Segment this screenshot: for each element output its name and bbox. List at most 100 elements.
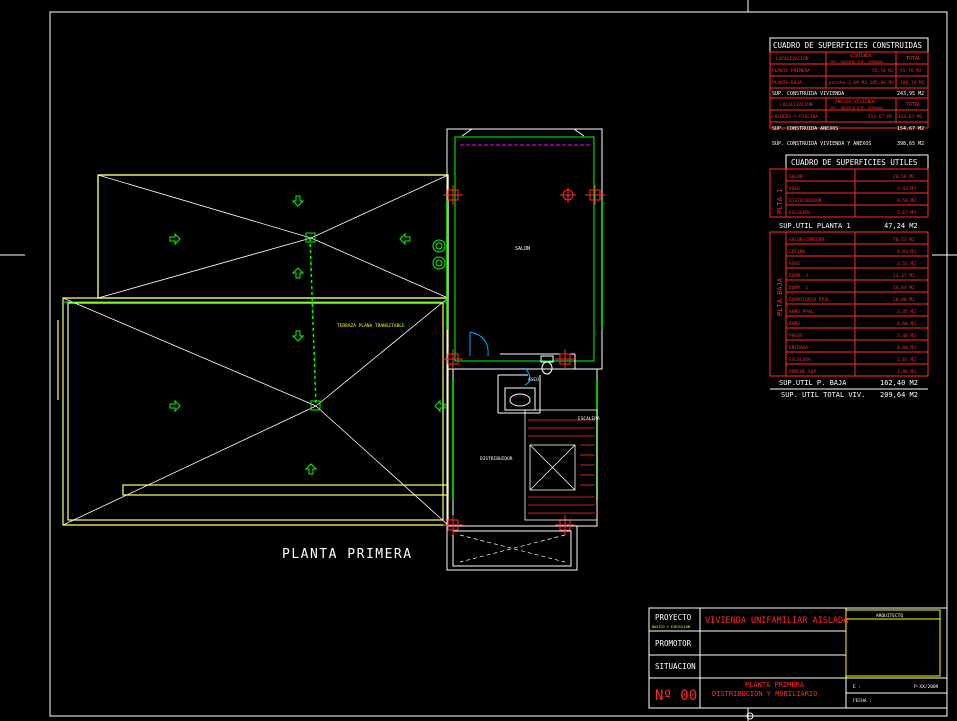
tc-row2-values: porche 3,69 M2 185,66 M2 xyxy=(829,80,894,86)
drain-bottom xyxy=(310,400,321,411)
tc-header2-sub: SUP. ABIERTA SUP. CERRADA xyxy=(830,106,884,110)
tc-header2-loc: LOCALIZACION xyxy=(780,102,813,108)
tb-promotor-label: PROMOTOR xyxy=(655,639,692,648)
terrace-label: TERRAZA PLANA TRANSITABLE xyxy=(337,323,405,329)
tc-row2-total: 188,19 M2 xyxy=(900,80,925,86)
tu-sum1-value: 47,24 M2 xyxy=(884,222,918,230)
tb-sheet-title-2: DISTRIBUCION Y MOBILIARIO xyxy=(712,690,817,698)
tb-arquitecto-label: ARQUITECTO xyxy=(876,613,903,619)
tc-header-sub: SUP. ABIERTA SUP. CERRADA xyxy=(830,60,884,64)
tc-row3-total: 154,67 M2 xyxy=(898,114,923,120)
tu-sum2-value: 162,40 M2 xyxy=(880,379,918,387)
tu-b6-value: 20,00 M2 xyxy=(893,297,915,303)
room-label-distribuidor: DISTRIBUIDOR xyxy=(480,456,513,462)
slope-arrows xyxy=(169,195,446,475)
tu-r2-name: ASEO xyxy=(789,186,800,192)
tb-sheet-number: Nº 00 xyxy=(655,688,697,704)
table-constructed: CUADRO DE SUPERFICIES CONSTRUIDAS LOCALI… xyxy=(769,37,929,147)
tu-b4-value: 13,37 M2 xyxy=(893,273,915,279)
table-useful-title: CUADRO DE SUPERFICIES UTILES xyxy=(791,158,918,167)
tu-b7-value: 3,35 M2 xyxy=(897,309,916,315)
tu-r3-name: DISTRIBUIDOR xyxy=(789,198,822,204)
title-block xyxy=(648,607,948,709)
arrow-left-icon xyxy=(434,399,446,413)
roof-drainage-lines xyxy=(62,174,449,526)
tc-row2-loc: PLANTA BAJA xyxy=(772,80,802,86)
table-constructed-title: CUADRO DE SUPERFICIES CONSTRUIDAS xyxy=(773,41,922,50)
arrow-down-icon xyxy=(291,330,305,342)
tc-row1-values: 55,76 M2 xyxy=(872,68,894,74)
door-swing-aseo xyxy=(524,367,531,386)
tu-b9-value: 2,48 M2 xyxy=(897,333,916,339)
room-label-escalera: ESCALERA xyxy=(578,416,600,422)
tb-proyecto-sub: BASICO Y EJECUCION xyxy=(652,625,690,629)
tu-b10-name: ENTRADA xyxy=(789,345,808,351)
tu-b2-value: 8,93 M2 xyxy=(897,249,916,255)
room-label-aseo: ASEO xyxy=(528,377,539,383)
frame-center-mark xyxy=(746,712,754,720)
tc-sup-anexos-value: 154,67 M2 xyxy=(897,126,924,132)
plan-title: PLANTA PRIMERA xyxy=(282,547,413,562)
arrow-right-icon xyxy=(169,232,181,246)
tb-plano-ref: P-XX/2009 xyxy=(914,684,939,690)
sink-icon xyxy=(504,387,536,411)
tu-b1-name: SALON-COMEDOR xyxy=(789,237,825,243)
tu-r1-name: SALON xyxy=(789,174,803,180)
tb-proyecto-label: PROYECTO xyxy=(655,613,692,622)
arrow-right-icon xyxy=(169,399,181,413)
tu-b3-value: 3,55 M2 xyxy=(897,261,916,267)
tc-sup-anexos-label: SUP. CONSTRUIDA ANEXOS xyxy=(772,126,838,132)
tb-escala-label: E : xyxy=(853,684,861,690)
tu-b6-name: DORMITORIO PPAL. xyxy=(789,297,832,303)
tb-fecha-label: FECHA : xyxy=(853,698,872,704)
tc-sup-total-label: SUP. CONSTRUIDA VIVIENDA Y ANEXOS xyxy=(772,141,871,147)
arrow-up-icon xyxy=(304,463,318,475)
balcony xyxy=(459,534,566,563)
tc-row3-loc: COCHERA Y PISCINA xyxy=(772,114,818,120)
tc-sup-vivienda-label: SUP. CONSTRUIDA VIVIENDA xyxy=(772,91,844,97)
tu-b9-name: PASOS xyxy=(789,333,803,339)
tc-row1-loc: PLANTA PRIMERA xyxy=(772,68,810,74)
tu-b5-value: 14,04 M2 xyxy=(893,285,915,291)
tc-header-loc: LOCALIZACION xyxy=(776,56,809,62)
tu-b8-value: 4,60 M2 xyxy=(897,321,916,327)
tc-header2-total: TOTAL xyxy=(906,102,921,108)
arrow-up-icon xyxy=(291,267,305,279)
columns xyxy=(443,185,605,535)
tu-b4-name: DORM. 3 xyxy=(789,273,808,279)
stair-steps xyxy=(528,419,595,514)
tc-header-total: TOTAL xyxy=(906,56,921,62)
ventilation-fixtures xyxy=(432,239,446,270)
tu-b7-name: BAÑO PPAL. xyxy=(789,308,816,315)
toilet-icon xyxy=(540,355,554,375)
table-useful: CUADRO DE SUPERFICIES UTILES PLTA 1 SALO… xyxy=(769,154,929,399)
staircase xyxy=(524,409,598,521)
tu-r1-value: 28,56 M2 xyxy=(893,174,915,180)
tu-b5-name: DORM. 2 xyxy=(789,285,808,291)
tu-b1-value: 70,53 M2 xyxy=(893,237,915,243)
ceiling-light-icon xyxy=(560,187,576,203)
tu-r2-value: 3,43 M2 xyxy=(897,186,916,192)
tb-sheet-title-1: PLANTA PRIMERA xyxy=(745,681,805,689)
tu-b12-value: 1,96 M2 xyxy=(897,369,916,375)
drain-top xyxy=(305,232,316,243)
tb-situacion-label: SITUACION xyxy=(655,662,696,671)
tu-r4-value: 5,67 M2 xyxy=(897,210,916,216)
tu-r4-name: ESCALERA xyxy=(789,210,811,216)
tb-proyecto-value: VIVIENDA UNIFAMILIAR AISLADA xyxy=(705,616,848,626)
drawing-frame xyxy=(49,11,948,717)
tu-r3-value: 9,58 M2 xyxy=(897,198,916,204)
tu-b11-value: 5,67 M2 xyxy=(897,357,916,363)
tu-b2-name: COCINA xyxy=(789,249,806,255)
tc-sup-total-value: 398,65 M2 xyxy=(897,141,924,147)
tc-sup-vivienda-value: 243,95 M2 xyxy=(897,91,924,97)
tc-header2-group: ANEXOS VIVIENDA xyxy=(835,99,876,105)
arrow-down-icon xyxy=(291,195,305,207)
tc-row3-values: 154,67 M2 xyxy=(868,114,893,120)
tu-group2-label: PLTA BAJA xyxy=(776,277,784,316)
tu-total-label: SUP. UTIL TOTAL VIV. xyxy=(781,391,865,399)
tc-header-group: VIVIENDA xyxy=(850,53,872,59)
tu-sum2-label: SUP.UTIL P. BAJA xyxy=(779,379,847,387)
roof-drain-pipe xyxy=(309,237,317,407)
